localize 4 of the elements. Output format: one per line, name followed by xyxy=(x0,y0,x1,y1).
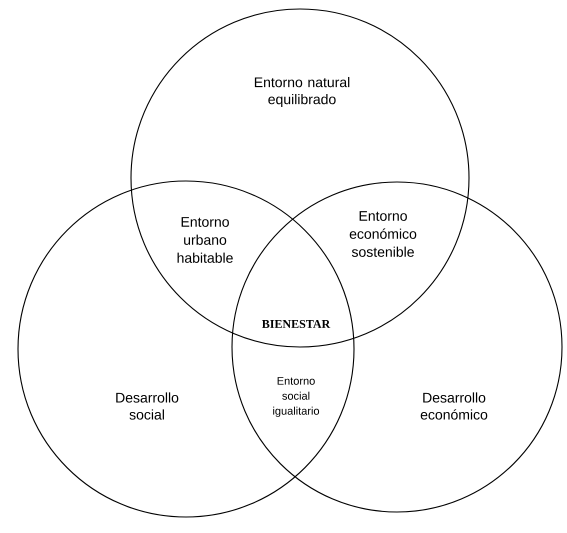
overlap-label: BIENESTAR xyxy=(262,320,330,328)
overlap-label: Entorno económico sostenible xyxy=(350,211,416,257)
overlap-label: Entorno social igualitario xyxy=(273,377,320,417)
overlap-label: Entorno urbano habitable xyxy=(178,217,233,263)
